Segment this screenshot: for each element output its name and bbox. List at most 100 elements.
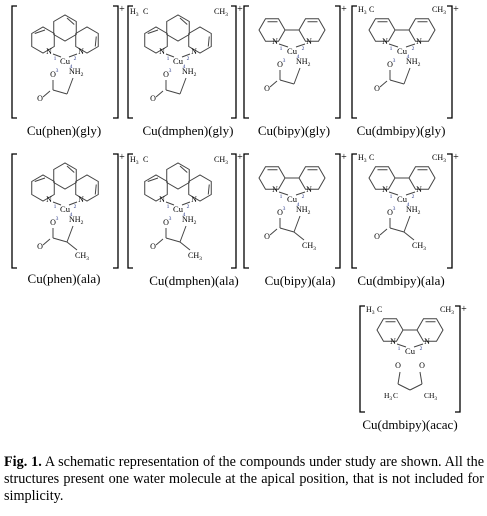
nh2-label: NH2 bbox=[182, 215, 197, 226]
n-atom: N bbox=[191, 47, 197, 56]
bond bbox=[179, 225, 187, 243]
o-atom: O bbox=[50, 70, 56, 79]
bond bbox=[293, 215, 301, 233]
methyl-label: H3 bbox=[366, 305, 375, 316]
atom-number: 3 bbox=[283, 206, 286, 212]
n-atom: N bbox=[306, 37, 312, 46]
ring bbox=[75, 26, 99, 54]
atom-number: 4 bbox=[183, 64, 186, 70]
methyl-label: CH3 bbox=[214, 155, 228, 166]
bond bbox=[52, 237, 68, 243]
charge-sign: + bbox=[461, 304, 467, 315]
methyl-label: CH3 bbox=[412, 241, 426, 252]
cu-atom: Cu bbox=[60, 204, 71, 214]
bond bbox=[388, 191, 399, 196]
o-atom: O bbox=[277, 208, 283, 217]
bond bbox=[52, 89, 68, 95]
bond bbox=[403, 67, 411, 85]
right-bracket bbox=[231, 5, 237, 119]
cu-atom: Cu bbox=[397, 194, 408, 204]
cu-atom: Cu bbox=[397, 46, 408, 56]
atom-number: 1 bbox=[398, 346, 401, 352]
atom-number: 2 bbox=[74, 204, 77, 210]
ring bbox=[166, 14, 190, 42]
charge-sign: + bbox=[237, 4, 243, 15]
compound-name-dmbipy-ala: Cu(dmbipy)(ala) bbox=[357, 273, 445, 288]
bond bbox=[94, 36, 97, 47]
methyl-label: CH3 bbox=[214, 7, 228, 18]
bond bbox=[165, 89, 181, 95]
o-atom: O bbox=[277, 60, 283, 69]
o-atom: O bbox=[163, 70, 169, 79]
nh2-label: NH2 bbox=[406, 205, 421, 216]
bond bbox=[269, 228, 278, 236]
bond bbox=[155, 238, 164, 246]
methyl-label: H3 bbox=[384, 391, 392, 402]
o-atom: O bbox=[37, 94, 43, 103]
methyl-label: C bbox=[369, 153, 374, 162]
cu-atom: Cu bbox=[287, 194, 298, 204]
atom-number: 2 bbox=[302, 46, 305, 52]
ring bbox=[144, 26, 168, 54]
caption-label: Fig. 1. bbox=[4, 454, 42, 470]
n-atom: N bbox=[382, 185, 388, 194]
methyl-label: C bbox=[143, 155, 148, 164]
methyl-label: H3 bbox=[358, 5, 367, 16]
ring bbox=[188, 26, 212, 54]
methyl-label: H3 bbox=[358, 153, 367, 164]
o-atom: O bbox=[37, 242, 43, 251]
n-atom: N bbox=[46, 195, 52, 204]
ring bbox=[53, 162, 77, 190]
cu-atom: Cu bbox=[60, 56, 71, 66]
bond bbox=[66, 241, 78, 251]
cu-atom: Cu bbox=[173, 56, 184, 66]
methyl-label: C bbox=[369, 5, 374, 14]
n-atom: N bbox=[416, 185, 422, 194]
bond bbox=[279, 227, 295, 233]
nh2-label: NH2 bbox=[69, 215, 84, 226]
bond bbox=[179, 241, 191, 251]
atom-number: 4 bbox=[183, 212, 186, 218]
ring bbox=[53, 14, 77, 42]
atom-number: 2 bbox=[74, 56, 77, 62]
atom-number: 1 bbox=[167, 204, 170, 210]
ring bbox=[75, 174, 99, 202]
right-bracket bbox=[335, 5, 341, 119]
figure-caption: Fig. 1. A schematic representation of th… bbox=[4, 454, 484, 505]
atom-number: 2 bbox=[187, 56, 190, 62]
bond bbox=[52, 53, 62, 58]
o-atom: O bbox=[387, 208, 393, 217]
bond bbox=[207, 184, 210, 195]
o-atom: O bbox=[150, 242, 156, 251]
n-atom: N bbox=[306, 185, 312, 194]
atom-number: 3 bbox=[169, 216, 172, 222]
methyl-label: CH3 bbox=[302, 241, 316, 252]
compound-name-dmbipy-acac: Cu(dmbipy)(acac) bbox=[362, 417, 458, 432]
ring bbox=[188, 174, 212, 202]
left-bracket bbox=[243, 5, 249, 119]
bond bbox=[181, 53, 191, 58]
bond bbox=[68, 201, 78, 206]
bond bbox=[403, 215, 411, 233]
o-atom: O bbox=[150, 94, 156, 103]
methyl-label: CH3 bbox=[188, 251, 202, 262]
bond bbox=[295, 191, 306, 196]
bond bbox=[405, 43, 416, 48]
methyl-label: CH3 bbox=[432, 153, 446, 164]
atom-number: 4 bbox=[70, 64, 73, 70]
bond bbox=[42, 90, 51, 98]
left-bracket bbox=[127, 153, 133, 269]
methyl-label: CH3 bbox=[424, 391, 437, 402]
right-bracket bbox=[113, 5, 119, 119]
o-atom: O bbox=[387, 60, 393, 69]
cu-atom: Cu bbox=[405, 346, 416, 356]
nh2-label: NH2 bbox=[406, 57, 421, 68]
atom-number: 3 bbox=[393, 58, 396, 64]
bond bbox=[269, 80, 278, 88]
charge-sign: + bbox=[453, 4, 459, 15]
left-bracket bbox=[11, 5, 17, 119]
n-atom: N bbox=[78, 47, 84, 56]
atom-number: 1 bbox=[390, 46, 393, 52]
